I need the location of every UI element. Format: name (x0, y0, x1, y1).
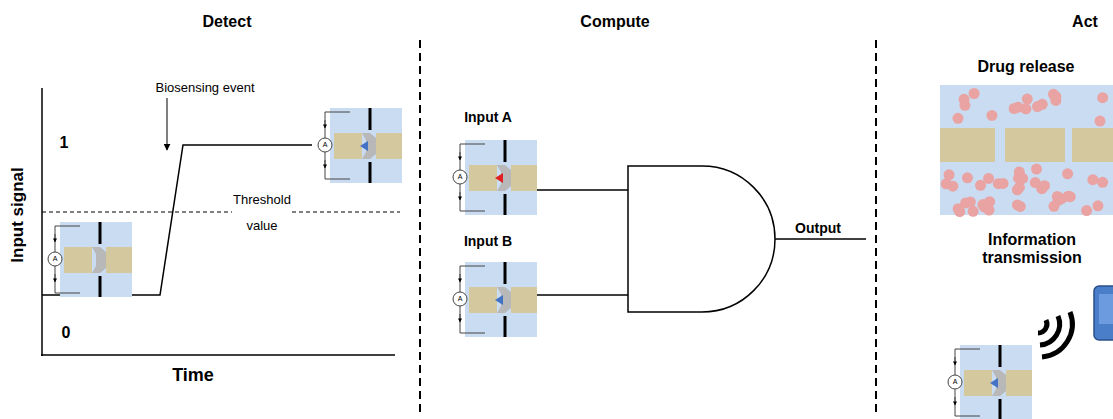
nanopore-sensor (318, 108, 402, 183)
ammeter-symbol: A (458, 173, 463, 181)
axis-tick: 1 (60, 134, 69, 152)
nanopore-sensor (48, 222, 132, 297)
input-label: Input A (464, 109, 512, 125)
nanopore-sensor (948, 345, 1032, 419)
input-label: Input B (464, 233, 512, 249)
figure-title: Drug release (978, 58, 1075, 76)
event-label: Biosensing event (155, 81, 254, 96)
ammeter-symbol: A (953, 378, 958, 386)
axis-tick: 0 (62, 324, 71, 342)
panel-title: Act (1072, 13, 1098, 31)
panel-divider (419, 40, 421, 412)
ammeter-symbol: A (323, 141, 328, 149)
nanopore-sensor (453, 140, 537, 215)
phone-icon (1094, 286, 1113, 340)
panel-title: Compute (580, 13, 649, 31)
ammeter-symbol: A (53, 255, 58, 263)
figure-title: Information transmission (972, 231, 1092, 268)
axis-title: Time (172, 365, 214, 386)
threshold-label: Threshold (233, 193, 291, 208)
output-label: Output (795, 220, 841, 236)
drug-release-figure (940, 85, 1113, 217)
threshold-label: value (246, 219, 277, 234)
panel-divider (875, 40, 877, 412)
panel-title: Detect (203, 13, 252, 31)
wireless-symbol (1038, 312, 1072, 357)
axis-title: Input signal (8, 167, 28, 262)
nanopore-sensor (453, 262, 537, 337)
and-gate (537, 166, 866, 312)
ammeter-symbol: A (458, 295, 463, 303)
